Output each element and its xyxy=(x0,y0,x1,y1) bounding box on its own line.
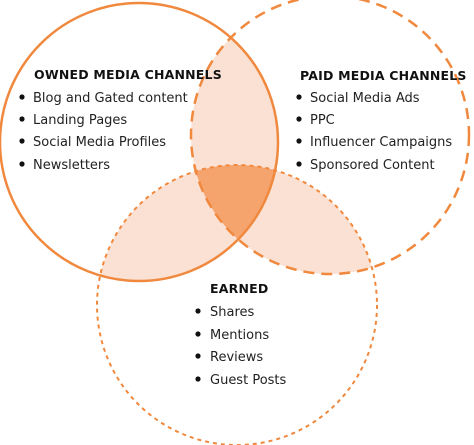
owned-bullet xyxy=(19,94,25,100)
owned-item: Social Media Profiles xyxy=(33,135,166,150)
earned-item: Reviews xyxy=(210,350,263,365)
paid-item: PPC xyxy=(310,113,335,128)
owned-item: Newsletters xyxy=(33,158,110,173)
earned-item: Guest Posts xyxy=(210,373,287,388)
owned-bullet xyxy=(19,116,25,122)
paid-bullet xyxy=(296,138,302,144)
owned-circle xyxy=(0,1,280,283)
paid-item: Sponsored Content xyxy=(310,158,435,173)
earned-title: EARNED xyxy=(210,281,268,296)
paid-bullet xyxy=(296,116,302,122)
paid-item: Influencer Campaigns xyxy=(310,135,452,150)
earned-bullet xyxy=(195,376,201,382)
paid-item: Social Media Ads xyxy=(310,91,420,106)
owned-bullet xyxy=(19,161,25,167)
earned-item: Mentions xyxy=(210,328,269,343)
earned-bullet xyxy=(195,331,201,337)
earned-bullet xyxy=(195,353,201,359)
paid-circle xyxy=(189,0,471,276)
earned-item: Shares xyxy=(210,305,255,320)
earned-circle xyxy=(96,164,378,445)
paid-title: PAID MEDIA CHANNELS xyxy=(300,68,467,83)
overlap-owned-earned xyxy=(97,165,278,281)
paid-bullet xyxy=(296,94,302,100)
owned-group: OWNED MEDIA CHANNELS Blog and Gated cont… xyxy=(19,67,222,173)
overlap-paid-earned xyxy=(191,165,377,274)
earned-bullet xyxy=(195,308,201,314)
owned-item: Landing Pages xyxy=(33,113,127,128)
paid-bullet xyxy=(296,161,302,167)
paid-group: PAID MEDIA CHANNELS Social Media Ads PPC… xyxy=(296,68,466,173)
owned-bullet xyxy=(19,138,25,144)
owned-item: Blog and Gated content xyxy=(33,91,188,106)
earned-group: EARNED Shares Mentions Reviews Guest Pos… xyxy=(195,281,287,388)
owned-title: OWNED MEDIA CHANNELS xyxy=(34,67,222,82)
